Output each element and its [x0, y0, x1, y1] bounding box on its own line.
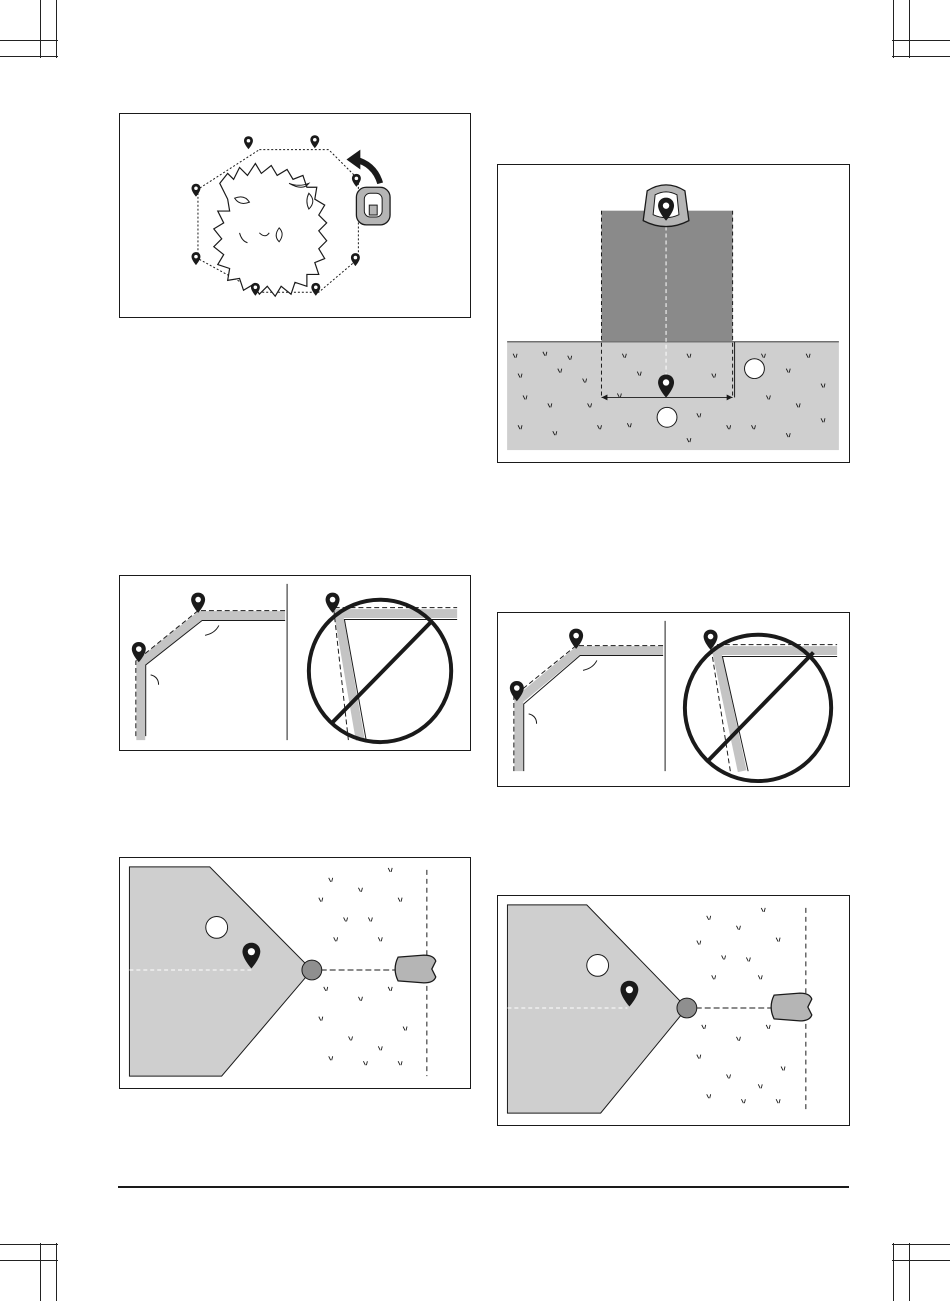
crop-mark: [0, 1260, 58, 1261]
crop-mark: [892, 40, 950, 41]
crop-mark: [40, 0, 41, 58]
callout-circle: [745, 359, 765, 379]
crop-mark: [892, 1260, 950, 1261]
crop-mark: [0, 40, 58, 41]
callout-circle: [657, 407, 677, 427]
guide-ball-icon: [302, 960, 322, 980]
grass-tuft-icon: [319, 868, 407, 1065]
figure-corner-comparison-right: [497, 612, 850, 787]
location-pin-icon: [352, 174, 361, 187]
crop-mark: [0, 56, 58, 57]
location-pin-icon: [310, 135, 319, 148]
location-pin-icon: [311, 283, 320, 296]
callout-circle: [206, 916, 228, 938]
footer-rule: [118, 1186, 849, 1188]
location-pin-icon: [244, 136, 253, 149]
crop-mark: [893, 1243, 894, 1301]
rotate-arrow-icon: [346, 150, 380, 184]
callout-circle: [587, 954, 609, 976]
location-pin-icon: [192, 184, 201, 197]
location-pin-icon: [191, 593, 205, 613]
prohibited-icon: [309, 600, 451, 742]
crop-mark: [893, 0, 894, 58]
crop-mark: [909, 1243, 910, 1301]
crop-mark: [56, 1243, 57, 1301]
robotic-mower-icon: [771, 993, 812, 1021]
figure-shrub-boundary: [119, 113, 471, 318]
crop-mark: [909, 0, 910, 58]
crop-mark: [0, 1244, 58, 1245]
location-pin-icon: [192, 252, 201, 265]
figure-zone-mower-left: [119, 857, 471, 1089]
figure-corner-comparison-left: [119, 575, 471, 751]
figure-zone-mower-right: [497, 895, 850, 1126]
guide-ball-icon: [677, 998, 697, 1018]
crop-mark: [892, 56, 950, 57]
robotic-mower-icon: [395, 955, 436, 983]
crop-mark: [56, 0, 57, 58]
robotic-mower-icon: [356, 187, 390, 225]
crop-mark: [892, 1244, 950, 1245]
crop-mark: [40, 1243, 41, 1301]
figure-dark-area-passage: [497, 164, 850, 463]
